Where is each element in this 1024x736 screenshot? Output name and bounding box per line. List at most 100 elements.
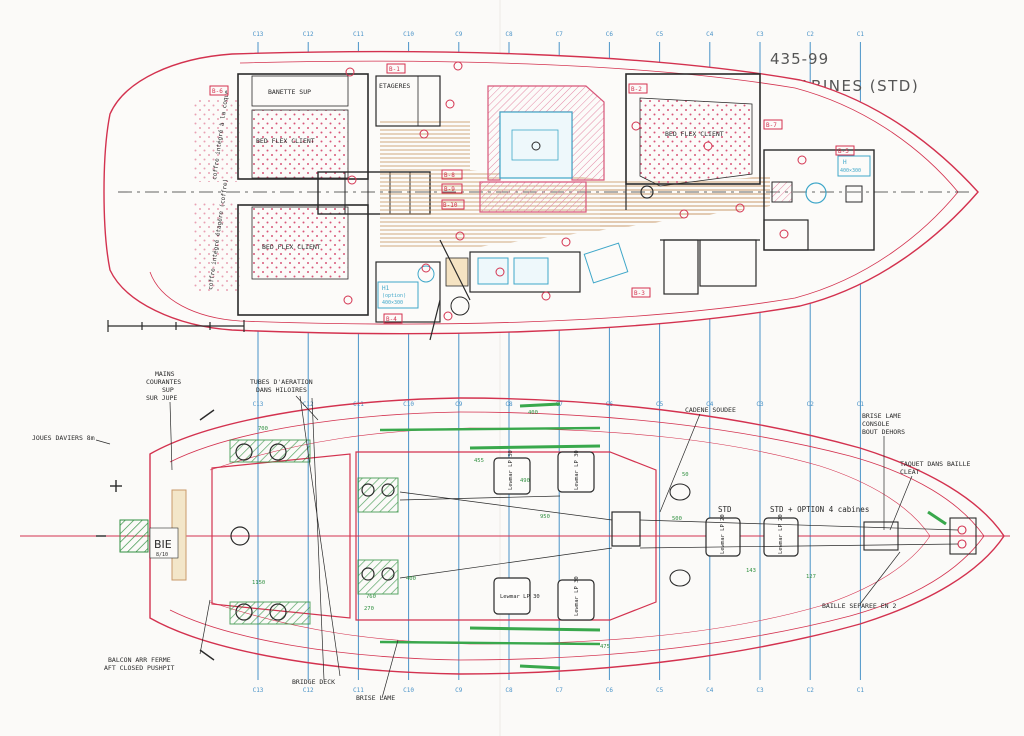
aft-bottom-berth	[251, 206, 349, 280]
fwd-hatch-grid	[771, 181, 793, 203]
station-label-c9-2: C9	[455, 687, 463, 694]
station-label-c10-0: C10	[403, 31, 414, 38]
dim-490: 490	[520, 478, 530, 484]
station-label-c5-0: C5	[656, 31, 664, 38]
tubes-aeration-1: TUBES D'AERATION	[250, 378, 313, 386]
coffre-zone-bottom	[192, 202, 240, 292]
station-label-c3-2: C3	[756, 687, 764, 694]
dim-400b: 400	[406, 576, 416, 582]
dorades	[669, 483, 977, 587]
tag-b3: B-3	[634, 290, 645, 297]
dim-760: 760	[366, 594, 376, 600]
station-label-c13-2: C13	[253, 687, 264, 694]
dim-1150: 1150	[252, 580, 265, 586]
station-label-c13-1: C13	[253, 401, 264, 408]
taquet-baille-2: CLEAT	[900, 468, 920, 476]
transom-step	[119, 519, 149, 553]
station-label-c4-0: C4	[706, 31, 714, 38]
station-label-c2-1: C2	[807, 401, 815, 408]
dim-950: 950	[540, 514, 550, 520]
bridge-deck: BRIDGE DECK	[292, 678, 335, 686]
hatch-label-3: Lewmar LP 30	[500, 594, 540, 600]
station-label-c12-1: C12	[303, 401, 314, 408]
station-label-c5-2: C5	[656, 687, 664, 694]
leader-lines	[95, 395, 913, 699]
dim-270: 270	[364, 606, 374, 612]
station-label-c12-0: C12	[303, 31, 314, 38]
galley-stove	[513, 257, 549, 285]
cadene-soudee: CADENE SOUDEE	[685, 406, 736, 414]
coachroof	[355, 451, 657, 621]
dimensions: 700 400 455 490 950 50 500 143 127 1150 …	[252, 410, 816, 650]
bed-flex-aft-top-label: BED FLEX CLIENT	[256, 137, 315, 145]
tag-b1: B-1	[389, 66, 400, 73]
nav-stair	[417, 75, 441, 127]
station-label-c10-2: C10	[403, 687, 414, 694]
transom-plate	[149, 527, 179, 559]
station-label-c10-1: C10	[403, 401, 414, 408]
dim-400: 400	[528, 410, 538, 416]
hatch-label-2: Lewmar LP 30	[574, 450, 580, 490]
station-label-c8-0: C8	[505, 31, 513, 38]
toe-rails	[519, 402, 947, 670]
banette-label: BANETTE SUP	[268, 88, 311, 96]
brise-lame-console-1: BRISE LAME	[862, 412, 901, 420]
plan-tags: B-6 B-1 B-2 B-7 B-5 B-8 B-9 B-10 B-3 B-4	[209, 63, 855, 324]
joues-daviers: JOUES DAVIERS 8m	[32, 434, 95, 442]
mast-step	[531, 141, 541, 151]
fwd-hublot	[837, 155, 871, 177]
brise-lame: BRISE LAME	[356, 694, 395, 702]
station-label-c13-0: C13	[253, 31, 264, 38]
balcon-arr-2: AFT CLOSED PUSHPIT	[104, 664, 175, 672]
nav-table	[583, 242, 629, 284]
fwd-berth	[639, 97, 753, 187]
mast-base	[611, 511, 641, 547]
aft-hublot-label: H1	[382, 285, 390, 292]
aft-basin	[450, 296, 470, 316]
dim-500: 500	[672, 516, 682, 522]
deck-hatches	[493, 451, 799, 621]
tag-b4: B-4	[386, 316, 397, 323]
winches	[230, 443, 395, 621]
dim-127: 127	[806, 574, 816, 580]
station-label-c9-0: C9	[455, 31, 463, 38]
station-label-c1-0: C1	[857, 31, 865, 38]
teak-wedge	[600, 176, 770, 230]
mains-courantes-1: MAINS	[155, 370, 175, 378]
dim-50: 50	[682, 472, 689, 478]
taquet-baille-1: TAQUET DANS BAILLE	[900, 460, 971, 468]
tag-b7: B-7	[766, 122, 777, 129]
station-label-c3-1: C3	[756, 401, 764, 408]
pushpit	[96, 409, 215, 661]
galley-sink	[477, 257, 509, 285]
hatch-labels: Lewmar LP 30 Lewmar LP 30 Lewmar LP 30 L…	[500, 450, 784, 616]
tag-b6: B-6	[212, 88, 223, 95]
model-number: 435-99	[770, 50, 829, 68]
station-label-c8-2: C8	[505, 687, 513, 694]
interior-plan: BANETTE SUP BED FLEX CLIENT BED FLEX CLI…	[103, 50, 979, 341]
aft-head	[375, 261, 441, 323]
aft-hublot-option: (option)	[382, 293, 406, 299]
dim-455: 455	[474, 458, 484, 464]
station-label-c9-1: C9	[455, 401, 463, 408]
aft-toilet	[417, 265, 435, 283]
fwd-locker	[845, 185, 863, 203]
interior-bulkheads	[429, 184, 809, 341]
handrail-top	[469, 444, 601, 450]
saloon-table	[499, 111, 573, 179]
station-label-c11-1: C11	[353, 401, 364, 408]
transom-name: BIE	[154, 538, 172, 551]
mains-courantes-4: SUR JUPE	[146, 394, 177, 402]
galley-cooler	[445, 257, 469, 287]
std-option-label: STD + OPTION 4 cabines	[770, 505, 869, 514]
aft-hublot-size: 400×300	[382, 300, 403, 306]
station-label-c2-0: C2	[807, 31, 815, 38]
table-leaf	[511, 129, 559, 161]
hatch-label-1: Lewmar LP 30	[508, 450, 514, 490]
station-label-c7-0: C7	[556, 31, 564, 38]
balcon-arr-1: BALCON ARR FERME	[108, 656, 171, 664]
station-label-c12-2: C12	[303, 687, 314, 694]
aft-banette	[251, 75, 349, 107]
aft-top-berth	[251, 109, 349, 179]
